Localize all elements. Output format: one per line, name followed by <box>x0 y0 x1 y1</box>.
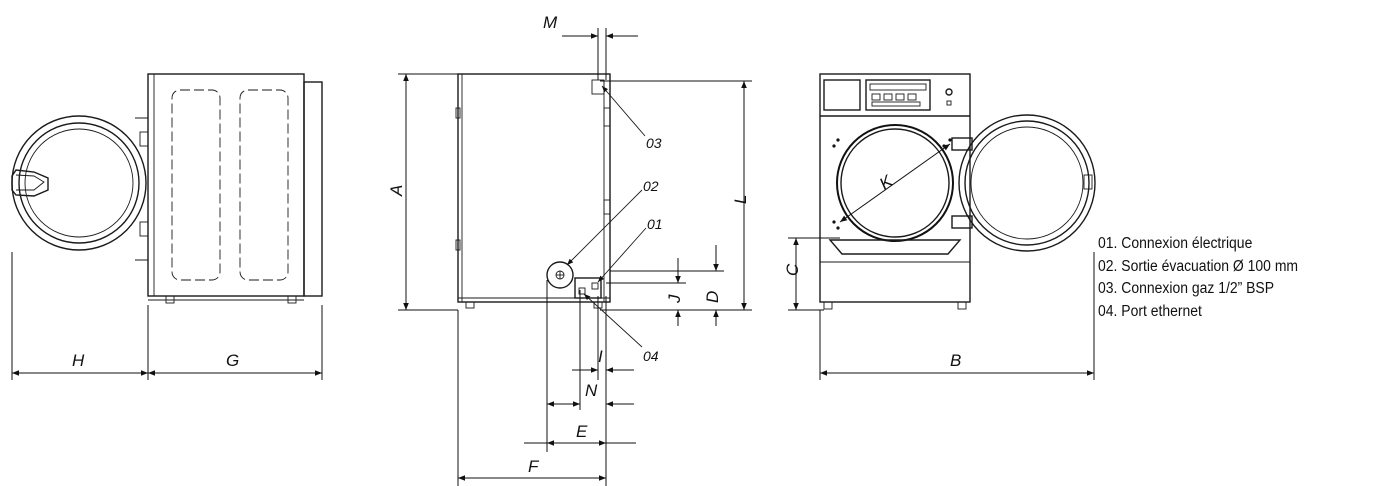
drum-opening <box>836 124 954 242</box>
callout-leaders <box>566 85 647 348</box>
front-view <box>819 73 1096 310</box>
front-cabinet <box>819 73 971 303</box>
label-a: A <box>387 185 406 197</box>
dimension-b <box>819 252 1095 380</box>
dimension-h-g <box>11 252 323 380</box>
rear-cabinet <box>457 73 611 303</box>
dimension-k <box>839 143 951 223</box>
label-e: E <box>576 422 588 441</box>
callout-03: 03 <box>646 135 662 151</box>
open-door <box>958 114 1096 252</box>
door-handle <box>11 169 49 197</box>
connection-legend: 01. Connexion électrique 02. Sortie évac… <box>1098 233 1298 323</box>
label-j: J <box>665 294 684 304</box>
label-g: G <box>226 351 239 370</box>
side-view-with-door <box>11 73 323 304</box>
dimension-c <box>788 237 840 311</box>
door-outer-ring <box>11 115 147 251</box>
label-d: D <box>703 291 722 303</box>
label-c: C <box>783 263 802 276</box>
dimension-i-n-e-f <box>457 280 636 486</box>
legend-item-02: 02. Sortie évacuation Ø 100 mm <box>1098 257 1299 275</box>
hinge-top <box>951 137 973 151</box>
legend-item-03: 03. Connexion gaz 1/2” BSP <box>1098 280 1275 297</box>
label-l: L <box>731 195 750 204</box>
legend-item-01: 01. Connexion électrique <box>1098 235 1253 252</box>
handle-recess <box>828 239 962 255</box>
gas-connection <box>591 79 605 95</box>
hinge-bottom <box>951 215 973 229</box>
callout-04: 04 <box>643 348 659 364</box>
label-h: H <box>72 351 85 370</box>
rear-view <box>455 73 611 309</box>
label-i: I <box>598 347 603 366</box>
dimension-j-d <box>600 245 724 326</box>
callout-02: 02 <box>643 178 659 194</box>
dimension-l <box>600 80 752 311</box>
dimension-m <box>562 28 638 80</box>
control-panel-left <box>823 79 861 111</box>
callout-01: 01 <box>647 216 663 232</box>
label-k: K <box>876 171 897 193</box>
label-n: N <box>585 381 598 400</box>
dimension-a <box>398 73 458 311</box>
power-knob <box>945 88 953 96</box>
control-panel-display <box>865 79 931 111</box>
legend-item-04: 04. Port ethernet <box>1098 302 1202 320</box>
label-m: M <box>543 13 558 32</box>
label-b: B <box>950 351 961 370</box>
side-cabinet <box>147 73 305 297</box>
drain-outlet <box>546 261 574 289</box>
label-f: F <box>528 457 540 476</box>
